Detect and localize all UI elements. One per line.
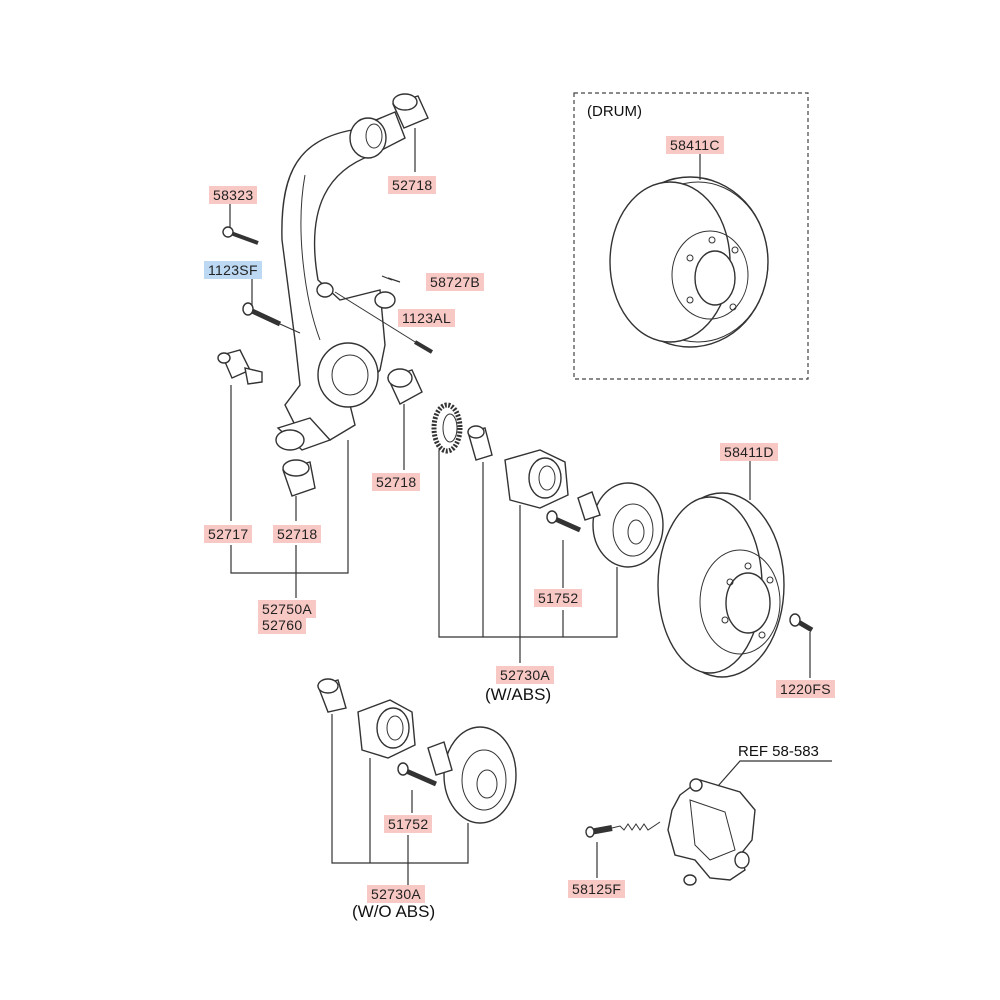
- label-52730a-noabs: 52730A: [367, 885, 426, 903]
- bushing-low: [282, 459, 316, 497]
- brake-caliper: [667, 778, 756, 886]
- pin-58323: [222, 226, 259, 245]
- with-abs-caption: (W/ABS): [485, 685, 552, 704]
- brake-disc: [657, 492, 785, 678]
- seal-abs: [467, 425, 493, 461]
- stud-52717: [217, 349, 263, 385]
- label-58411d: 58411D: [720, 443, 778, 461]
- reference-caption: REF 58-583: [738, 743, 819, 760]
- label-52750a: 52750A: [258, 600, 317, 618]
- clip-58727b: [381, 275, 401, 283]
- label-52717: 52717: [204, 525, 253, 543]
- drum-detail-box: [573, 92, 809, 380]
- label-52760: 52760: [258, 616, 307, 634]
- hub-flange-abs: [577, 482, 664, 568]
- bolt-1123sf: [242, 302, 301, 334]
- bushing-mid: [387, 368, 423, 405]
- bolt-51752-noabs: [397, 762, 438, 787]
- bushing-top: [392, 93, 429, 129]
- bleeder-58125f: [585, 821, 661, 838]
- label-58727b: 58727B: [426, 273, 485, 291]
- label-51752-noabs: 51752: [384, 815, 433, 833]
- bolt-1123al: [334, 291, 434, 354]
- label-52718-top: 52718: [388, 176, 437, 194]
- hub-flange-noabs: [427, 726, 517, 824]
- bolt-51752-abs: [546, 510, 582, 533]
- abs-tone-ring: [431, 402, 463, 454]
- label-51752-abs: 51752: [534, 589, 583, 607]
- hub-bearing-abs: [504, 449, 569, 509]
- label-52718-mid: 52718: [372, 473, 421, 491]
- label-1123sf: 1123SF: [204, 261, 262, 279]
- label-58411c: 58411C: [666, 136, 724, 154]
- screw-1220fs: [789, 613, 814, 633]
- label-1123al: 1123AL: [398, 309, 456, 327]
- label-58125f: 58125F: [568, 880, 626, 898]
- brake-drum: [609, 176, 769, 348]
- label-52718-low: 52718: [273, 525, 322, 543]
- label-58323: 58323: [209, 186, 258, 204]
- hub-bearing-noabs: [357, 699, 416, 759]
- seal-noabs: [317, 678, 347, 713]
- label-52730a-abs: 52730A: [496, 666, 555, 684]
- knuckle-assembly: [275, 111, 406, 451]
- drum-caption: (DRUM): [587, 103, 642, 120]
- without-abs-caption: (W/O ABS): [352, 902, 436, 921]
- label-1220fs: 1220FS: [776, 680, 835, 698]
